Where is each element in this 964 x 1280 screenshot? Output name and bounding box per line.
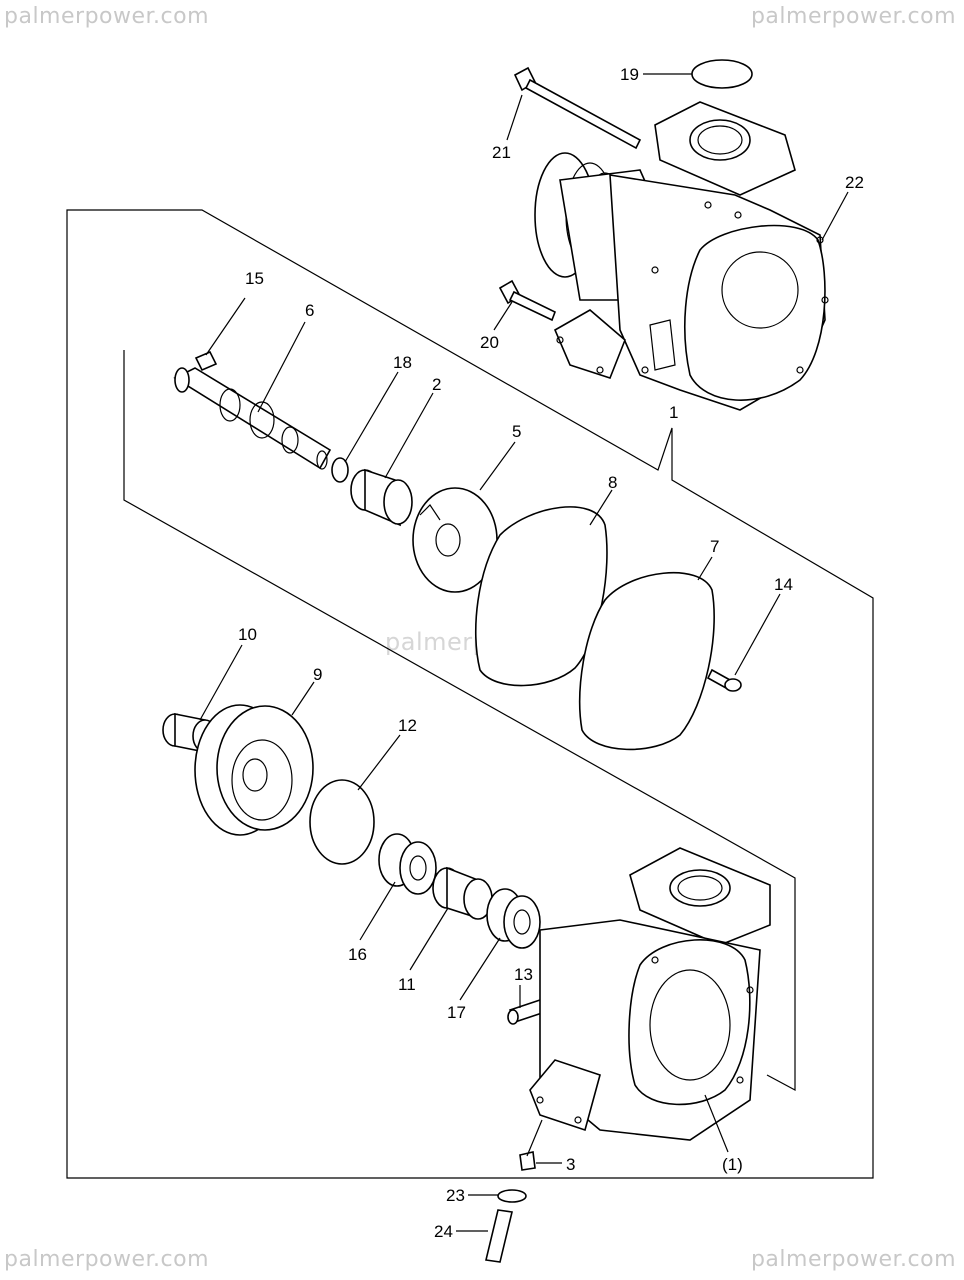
callout-8: 8 (608, 473, 617, 492)
pump-body-1 (529, 847, 771, 1141)
assembly-frame (66, 209, 874, 1179)
callout-2: 2 (432, 375, 441, 394)
shaft-6 (173, 367, 332, 470)
bearing-16 (378, 833, 437, 895)
callout-19: 19 (620, 65, 639, 84)
callout-17: 17 (447, 1003, 466, 1022)
leader-lines (199, 73, 849, 1232)
watermark-bottom-left: palmerpower.com (4, 1247, 210, 1272)
callout-5: 5 (512, 422, 521, 441)
callout-23: 23 (446, 1186, 465, 1205)
callout-labels: 19 21 22 15 6 18 2 20 1 5 8 7 14 10 9 12… (238, 65, 864, 1241)
grease-fitting-13 (507, 999, 547, 1025)
watermark-bottom-right: palmerpower.com (750, 1247, 956, 1272)
bolt-20 (498, 279, 557, 322)
callout-12: 12 (398, 716, 417, 735)
callout-7: 7 (710, 537, 719, 556)
callout-18: 18 (393, 353, 412, 372)
clamp-23 (497, 1189, 527, 1203)
oring-18 (331, 457, 349, 483)
callout-11: 11 (398, 975, 416, 994)
cover-plate-7 (579, 571, 715, 751)
callout-14: 14 (774, 575, 793, 594)
callout-3: 3 (566, 1155, 575, 1174)
seal-2 (350, 468, 413, 527)
callout-6: 6 (305, 301, 314, 320)
callout-13: 13 (514, 965, 533, 984)
spacer-11 (432, 866, 493, 920)
callout-15: 15 (245, 269, 264, 288)
bolt-21 (513, 66, 642, 150)
gasket-8 (475, 506, 608, 687)
bearing-17 (486, 888, 541, 949)
callout-16: 16 (348, 945, 367, 964)
callout-1-housing: (1) (722, 1155, 743, 1174)
hose-24 (485, 1209, 513, 1263)
subassembly-bracket (123, 350, 796, 1092)
callout-24: 24 (434, 1222, 453, 1241)
watermark-top-left: palmerpower.com (4, 4, 210, 29)
callout-20: 20 (480, 333, 499, 352)
callout-10: 10 (238, 625, 257, 644)
callout-22: 22 (845, 173, 864, 192)
snap-ring-12 (309, 779, 375, 865)
oring-19 (691, 59, 753, 89)
pulley-9 (194, 704, 314, 836)
callout-21: 21 (492, 143, 511, 162)
key-15 (194, 350, 218, 372)
callout-9: 9 (313, 665, 322, 684)
callout-1: 1 (669, 403, 678, 422)
watermark-top-right: palmerpower.com (750, 4, 956, 29)
screw-14 (706, 668, 742, 692)
pump-housing-assembly (534, 101, 829, 411)
